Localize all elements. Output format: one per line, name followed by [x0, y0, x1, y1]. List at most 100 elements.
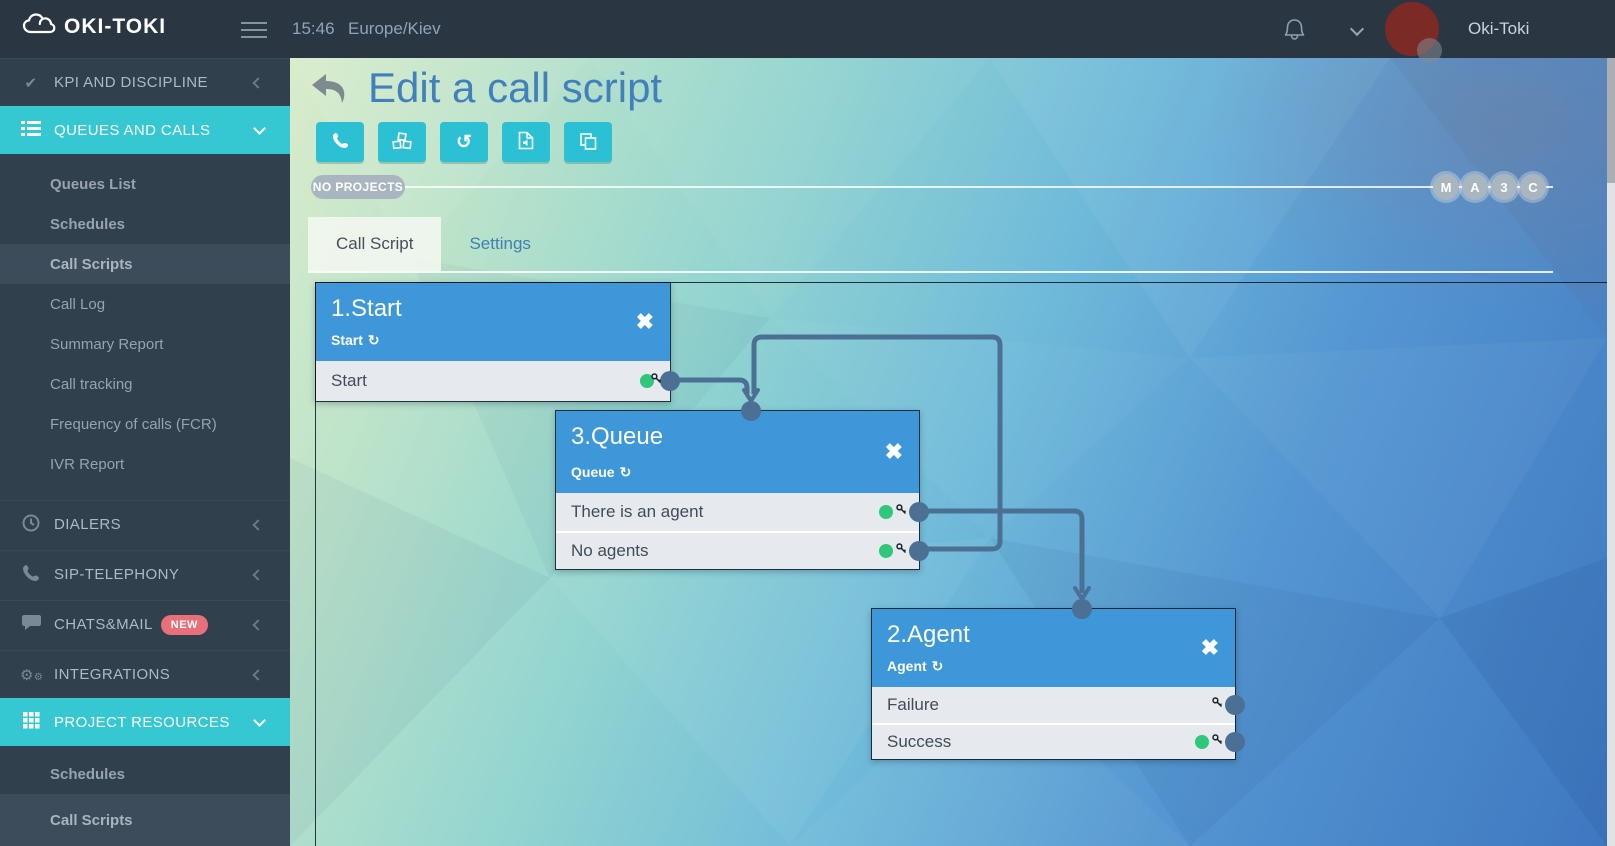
sidebar-item-integrations[interactable]: ⚙⚙ INTEGRATIONS — [0, 650, 290, 698]
badge-a[interactable]: A — [1462, 174, 1488, 200]
node-type-label: Queue — [571, 464, 615, 480]
connector-start-to-queue — [669, 377, 750, 394]
sidebar-item-kpi-and-discipline[interactable]: ✔ KPI AND DISCIPLINE — [0, 58, 290, 106]
blocks-button[interactable] — [378, 122, 426, 162]
history-button[interactable]: ↺ — [440, 122, 488, 162]
copy-icon — [579, 132, 597, 153]
avatar[interactable] — [1385, 2, 1442, 63]
node-header[interactable]: 3.Queue Queue↻ ✖ — [556, 411, 919, 493]
back-button[interactable] — [308, 72, 350, 111]
main-content: Edit a call script ↺ NO PROJECTS M A 3 — [290, 58, 1607, 846]
sidebar-item-queues-list[interactable]: Queues List — [50, 175, 136, 193]
node-output-row[interactable]: Success — [872, 723, 1245, 759]
tab-settings[interactable]: Settings — [469, 234, 531, 253]
quick-badges: M A 3 C — [1433, 174, 1546, 200]
check-icon: ✔ — [24, 74, 38, 92]
output-port[interactable] — [1225, 695, 1245, 715]
output-port[interactable] — [1225, 732, 1245, 752]
connector-noagents-loop-to-queue — [751, 334, 1003, 552]
sidebar-item-project-schedules[interactable]: Schedules — [50, 765, 126, 783]
clock-icon — [20, 514, 42, 536]
flow-node-agent[interactable]: 2.Agent Agent↻ ✖ Failure Success — [871, 608, 1245, 760]
logo-text: OKI-TOKI — [64, 14, 167, 38]
file-audio-icon — [518, 131, 534, 153]
tab-call-script[interactable]: Call Script — [308, 217, 442, 271]
topbar: OKI-TOKI 15:46 Europe/Kiev Oki-Toki — [0, 0, 1615, 63]
node-output-row[interactable]: Failure — [872, 687, 1245, 723]
account-chevron-down-icon[interactable] — [1349, 21, 1365, 37]
close-icon[interactable]: ✖ — [884, 439, 903, 464]
sidebar: ✔ KPI AND DISCIPLINE QUEUES AND CALLS Qu… — [0, 58, 290, 846]
sidebar-item-chats-and-mail[interactable]: CHATS&MAIL NEW — [0, 600, 290, 648]
key-icon — [896, 500, 907, 520]
chevron-left-icon — [252, 518, 264, 531]
audio-file-button[interactable] — [502, 122, 550, 162]
sidebar-item-call-scripts[interactable]: Call Scripts — [0, 244, 290, 284]
sidebar-item-dialers[interactable]: DIALERS — [0, 500, 290, 548]
gears-icon: ⚙⚙ — [20, 666, 44, 684]
sidebar-item-call-tracking[interactable]: Call tracking — [50, 375, 133, 393]
sidebar-item-ivr-report[interactable]: IVR Report — [50, 455, 125, 473]
node-type-label: Start — [331, 332, 363, 348]
logo[interactable]: OKI-TOKI — [22, 12, 166, 41]
chevron-left-icon — [252, 618, 264, 631]
node-type-label: Agent — [887, 658, 927, 674]
refresh-icon: ↻ — [619, 464, 632, 480]
call-test-button[interactable] — [316, 122, 364, 162]
vertical-scrollbar[interactable] — [1607, 58, 1615, 846]
sidebar-item-project-resources[interactable]: PROJECT RESOURCES — [0, 698, 290, 746]
sidebar-item-project-call-scripts[interactable]: Call Scripts — [0, 794, 290, 846]
output-port[interactable] — [909, 541, 929, 561]
sidebar-item-sip-telephony[interactable]: SIP-TELEPHONY — [0, 550, 290, 598]
cubes-icon — [392, 131, 412, 153]
canvas-top-border — [315, 282, 1607, 283]
tab-underline — [308, 271, 1553, 273]
node-title: 3.Queue — [571, 423, 664, 450]
refresh-icon: ↻ — [367, 332, 380, 348]
avatar-status-overlay — [1417, 38, 1442, 63]
node-header[interactable]: 2.Agent Agent↻ ✖ — [872, 609, 1235, 687]
arrowhead-queue-input — [742, 388, 760, 405]
phone-icon — [20, 564, 42, 586]
flow-node-queue[interactable]: 3.Queue Queue↻ ✖ There is an agent No ag… — [555, 410, 929, 570]
chevron-left-icon — [252, 76, 264, 89]
copy-button[interactable] — [564, 122, 612, 162]
key-icon — [1212, 730, 1223, 750]
page-title: Edit a call script — [368, 64, 663, 111]
notifications-bell-icon[interactable] — [1283, 18, 1306, 48]
sidebar-item-summary-report[interactable]: Summary Report — [50, 335, 164, 353]
connector-agent-link — [921, 508, 1085, 593]
chat-icon — [20, 614, 42, 635]
badge-c[interactable]: C — [1520, 174, 1546, 200]
new-badge: NEW — [160, 614, 208, 635]
chevron-down-icon — [253, 122, 266, 135]
sidebar-item-schedules[interactable]: Schedules — [50, 215, 126, 233]
sidebar-item-call-log[interactable]: Call Log — [50, 295, 106, 313]
close-icon[interactable]: ✖ — [1200, 635, 1219, 660]
node-output-row[interactable]: No agents — [556, 531, 929, 569]
node-header[interactable]: 1.Start Start↻ ✖ — [316, 283, 670, 361]
badge-3[interactable]: 3 — [1491, 174, 1517, 200]
clock-time: 15:46 — [292, 19, 335, 38]
node-output-row[interactable]: There is an agent — [556, 493, 929, 531]
close-icon[interactable]: ✖ — [635, 309, 654, 334]
badge-m[interactable]: M — [1433, 174, 1459, 200]
queue-input-port — [741, 401, 761, 421]
toolbar: ↺ — [316, 122, 612, 162]
scrollbar-thumb[interactable] — [1607, 58, 1615, 183]
chevron-left-icon — [252, 568, 264, 581]
chevron-left-icon — [252, 668, 264, 681]
account-name[interactable]: Oki-Toki — [1468, 19, 1530, 38]
history-icon: ↺ — [456, 131, 472, 153]
output-port[interactable] — [909, 502, 929, 522]
grid-icon — [20, 712, 42, 733]
flow-connectors — [669, 334, 1092, 619]
chevron-down-icon — [253, 714, 266, 727]
hamburger-menu-icon[interactable] — [241, 22, 267, 43]
status-green-dot — [640, 374, 654, 388]
no-projects-badge: NO PROJECTS — [311, 175, 405, 199]
timezone-label: Europe/Kiev — [348, 19, 441, 38]
sidebar-item-queues-and-calls[interactable]: QUEUES AND CALLS — [0, 106, 290, 154]
sidebar-item-frequency-of-calls[interactable]: Frequency of calls (FCR) — [50, 415, 217, 433]
